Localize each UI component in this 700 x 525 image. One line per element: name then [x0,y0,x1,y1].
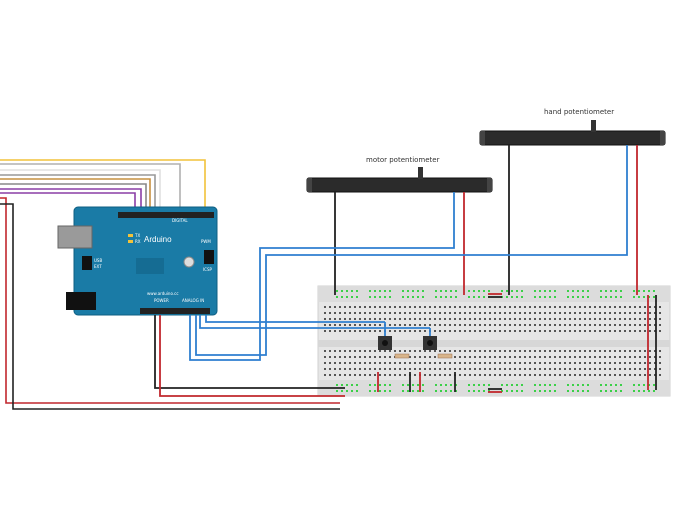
analog-in-label: ANALOG IN [182,298,204,303]
analog-header [140,308,210,314]
digital-label: DIGITAL [172,218,188,223]
reset-button [183,256,195,268]
digital-header [118,212,214,218]
usb-connector [57,225,93,249]
url-label: www.arduino.cc [147,291,179,296]
slider-knob [418,167,423,179]
slider-knob [591,120,596,132]
breadboard-components [377,293,657,393]
usb-label: USB [94,258,102,263]
power-label: POWER [154,298,169,303]
tx-label: TX [134,233,140,238]
power-rail-highlights [336,290,655,392]
resistor-1 [394,353,410,359]
rx-label: RX [135,239,141,244]
arduino-board: Arduino DIGITAL TX RX PWM ICSP POWER ANA… [57,206,218,316]
chip [136,258,164,274]
ext-label: EXT [94,264,102,269]
icsp-header [204,250,214,264]
pwm-label: PWM [201,239,211,244]
hand-potentiometer-label: hand potentiometer [544,108,614,116]
hand-potentiometer: hand potentiometer [479,108,666,146]
motor-potentiometer: motor potentiometer [306,156,493,193]
resistor-2 [437,353,453,359]
motor-potentiometer-label: motor potentiometer [366,156,440,164]
left-bus-wires [0,159,340,410]
potentiometer-wires [189,145,638,361]
icsp-label: ICSP [203,267,213,272]
breadboard-holes [324,306,661,376]
arduino-breadboard-wires [154,315,431,397]
breadboard [317,285,671,397]
arduino-brand: Arduino [144,235,172,244]
power-jack [66,292,96,310]
